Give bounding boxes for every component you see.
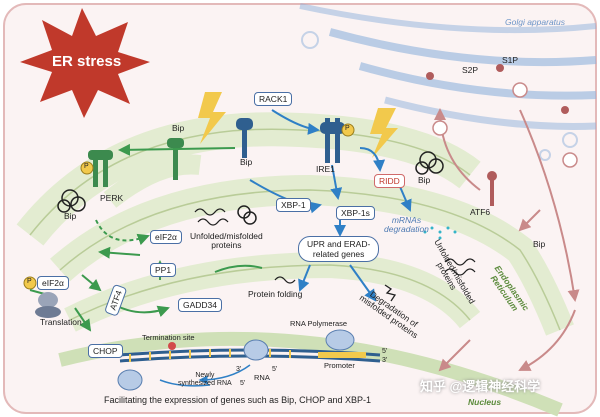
dna-five-prime-label: 5'	[382, 348, 388, 355]
ire1-pathway-arrows	[249, 109, 412, 302]
atf6-vesicle-icons	[432, 82, 578, 168]
newly-synthesized-rna-label: Newly synthesized RNA	[178, 372, 232, 387]
perk-receptor	[88, 150, 113, 187]
rna-label: RNA	[254, 373, 270, 382]
dna-rungs	[129, 349, 291, 362]
bip-ire1-label: Bip	[240, 157, 253, 167]
phosphate-ire1-icon	[341, 123, 355, 137]
unfolded-proteins-center-label: Unfolded/misfolded proteins	[190, 231, 263, 251]
phosphate-eif2a-icon	[23, 276, 37, 290]
chop-label: CHOP	[88, 344, 123, 358]
eif2a-phospho-label: eIF2α	[37, 276, 69, 290]
er-stress-star	[20, 8, 150, 118]
xbp1-label: XBP-1	[276, 198, 311, 212]
lightning-icon	[198, 92, 226, 144]
bip-protein-icon	[57, 151, 444, 225]
new-rna-strand	[198, 364, 251, 385]
rna-three-prime-label: 3'	[236, 366, 242, 373]
upr-genes-label: UPR and ERAD- related genes	[298, 236, 380, 262]
golgi-apparatus	[299, 3, 597, 161]
s1p-label: S1P	[502, 55, 519, 65]
dna-three-prime-label: 3'	[382, 357, 388, 364]
rack1-label: RACK1	[254, 92, 293, 106]
gadd34-label: GADD34	[178, 298, 223, 312]
termination-site-label: Termination site	[142, 333, 195, 342]
phosphate-perk-icon	[80, 161, 94, 175]
bip-perk-receptor	[167, 138, 184, 180]
lightning-icon	[370, 108, 398, 158]
atf6-label: ATF6	[470, 207, 491, 217]
bip-perk-complex-label: Bip	[64, 211, 77, 221]
ridd-label: RIDD	[374, 174, 405, 188]
translation-label: Translation	[40, 317, 82, 327]
s2p-s1p-markers	[426, 64, 569, 114]
p-ire1-label: P	[345, 125, 350, 132]
caption-label: Facilitating the expression of genes suc…	[104, 395, 371, 405]
golgi-label: Golgi apparatus	[505, 17, 566, 27]
protein-folding-label: Protein folding	[248, 289, 303, 299]
atf6-pathway-arrows	[434, 108, 580, 372]
perk-label: PERK	[100, 193, 124, 203]
eif2a-label: eIF2α	[150, 230, 182, 244]
released-polymerase-icon	[117, 369, 143, 391]
perk-pathway-arrows	[29, 143, 263, 332]
pp1-label: PP1	[150, 263, 177, 277]
p-eif2a-label: P	[27, 278, 32, 285]
rna-polymerase-icon	[325, 329, 355, 351]
newrna-five-prime-label: 5'	[240, 380, 246, 387]
rna-polymerase-label: RNA Polymerase	[290, 319, 348, 328]
unfolded-protein-icon	[194, 208, 476, 302]
nucleus-envelope	[58, 331, 563, 417]
bip-receptor	[236, 118, 253, 158]
atf6-receptor	[487, 171, 497, 206]
promoter-label: Promoter	[324, 361, 355, 370]
mrna-fragments-icon	[423, 226, 457, 240]
ribosome-icon	[35, 292, 61, 318]
bip-perk-label: Bip	[172, 123, 185, 133]
rna-polymerase-transcribing-icon	[243, 339, 269, 361]
endoplasmic-reticulum	[16, 112, 574, 336]
s2p-label: S2P	[462, 65, 479, 75]
rna-five-prime-label: 5'	[272, 366, 278, 373]
p-perk-label: P	[84, 163, 89, 170]
mrnas-degradation-label: mRNAs degradation	[384, 215, 429, 235]
ire1-receptor	[320, 118, 345, 163]
watermark: 知乎 @逻辑神经科学	[420, 379, 541, 394]
termination-site-icon	[168, 342, 176, 350]
bip-right-label: Bip	[533, 239, 546, 249]
bip-atf6-label: Bip	[418, 175, 431, 185]
rna-strand	[159, 379, 211, 387]
er-stress-title: ER stress	[52, 53, 122, 70]
nucleus-label: Nucleus	[468, 397, 502, 407]
ire1-label: IRE1	[316, 164, 335, 174]
xbp1s-label: XBP-1s	[336, 206, 375, 220]
